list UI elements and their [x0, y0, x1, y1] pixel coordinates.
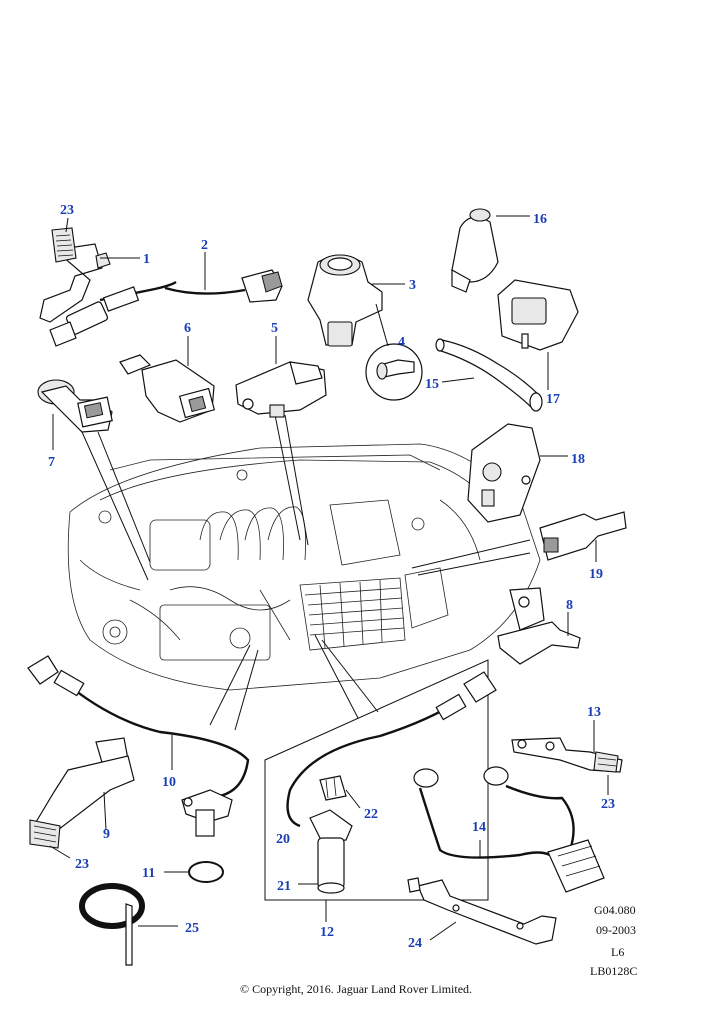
- callout-21: 21: [277, 879, 291, 894]
- drawing-info-block: G04.080 09-2003 L6 LB0128C: [590, 903, 637, 978]
- callout-15: 15: [425, 377, 439, 392]
- callout-11: 11: [142, 866, 155, 881]
- group-12-outline: [264, 659, 489, 901]
- engine-leader-lines: [81, 414, 531, 731]
- callout-10: 10: [162, 775, 176, 790]
- copyright-notice: © Copyright, 2016. Jaguar Land Rover Lim…: [240, 982, 472, 996]
- callout-6: 6: [184, 321, 191, 336]
- clip-part-22: [319, 775, 347, 801]
- sensor-part-18: [467, 423, 541, 523]
- callout-22: 22: [364, 807, 378, 822]
- sensor-kit-part-20: [286, 671, 497, 828]
- temp-sensor-part-6: [119, 354, 216, 423]
- callout-7: 7: [48, 455, 55, 470]
- callout-17: 17: [546, 392, 560, 407]
- callout-labels: 23 1 2 3 4 5 6 7 8 9 10 11 12 13 14 15 1…: [48, 203, 615, 951]
- drawing-ref: G04.080: [594, 903, 636, 917]
- callout-19: 19: [589, 567, 603, 582]
- map-sensor-part-5: [235, 361, 327, 418]
- callout-24: 24: [408, 936, 422, 951]
- sensor-part-17: [497, 279, 579, 351]
- callout-25: 25: [185, 921, 199, 936]
- throttle-sensor-part-3: [307, 254, 383, 347]
- callout-16: 16: [533, 212, 547, 227]
- drawing-code: LB0128C: [590, 964, 637, 978]
- drawing-variant: L6: [611, 945, 624, 959]
- callout-1: 1: [143, 252, 150, 267]
- callout-12: 12: [320, 925, 334, 940]
- callout-23c: 23: [601, 797, 615, 812]
- callout-23a: 23: [60, 203, 74, 218]
- bracket-part-8: [497, 587, 581, 665]
- drawing-date: 09-2003: [596, 923, 636, 937]
- harness-part-2: [164, 269, 283, 303]
- bracket-part-9: [29, 737, 135, 849]
- callout-8: 8: [566, 598, 573, 613]
- knock-sensor-part-14: [413, 766, 605, 893]
- callout-20: 20: [276, 832, 290, 847]
- engine-bay-illustration: [67, 443, 541, 691]
- pressure-switch-part-7: [37, 379, 113, 433]
- callout-9: 9: [103, 827, 110, 842]
- bracket-part-13: [511, 737, 623, 773]
- idle-valve-part-16: [451, 208, 499, 293]
- hose-part-15: [435, 338, 543, 412]
- callout-18: 18: [571, 452, 585, 467]
- bracket-part-24: [407, 877, 557, 945]
- callout-23b: 23: [75, 857, 89, 872]
- oxygen-sensor-part-1: [39, 227, 177, 347]
- cable-tie-part-25: [79, 883, 145, 966]
- callout-14: 14: [472, 820, 486, 835]
- sensor-part-21: [309, 809, 353, 894]
- connector-sensor-part-19: [539, 511, 627, 561]
- o-ring-part-11: [188, 861, 224, 883]
- callout-4: 4: [398, 335, 405, 350]
- crank-sensor-part-10: [27, 655, 250, 837]
- screw-part-4: [365, 343, 423, 401]
- callout-2: 2: [201, 238, 208, 253]
- callout-5: 5: [271, 321, 278, 336]
- callout-13: 13: [587, 705, 601, 720]
- callout-3: 3: [409, 278, 416, 293]
